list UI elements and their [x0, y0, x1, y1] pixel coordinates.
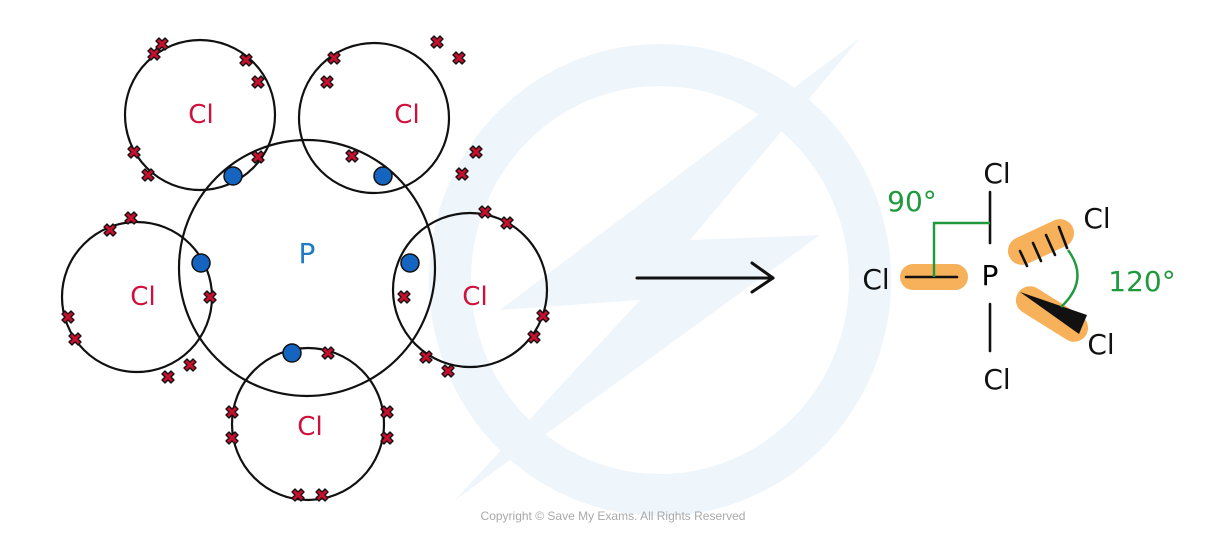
chlorine-lone-pair-electron-cross: [320, 75, 334, 89]
chlorine-lone-pair-electron-cross: [430, 35, 444, 49]
electrons: [61, 35, 550, 502]
chlorine-shell-top-left: [123, 38, 277, 192]
copyright-notice: Copyright © Save My Exams. All Rights Re…: [480, 509, 746, 523]
chlorine-lone-pair-electron-cross: [452, 51, 466, 65]
shape-chlorine-left: Cl: [862, 263, 889, 296]
bond-solid-wedge: [1020, 292, 1087, 334]
phosphorus-electron-dot: [191, 253, 211, 273]
chlorine-lone-pair-electron-cross: [127, 145, 141, 159]
shape-chlorine-back: Cl: [1083, 202, 1110, 235]
chlorine-lone-pair-electron-cross: [161, 370, 175, 384]
chlorine-bonding-electron-cross: [345, 149, 359, 163]
chlorine-label-right: Cl: [462, 282, 487, 312]
chlorine-label-top-right: Cl: [394, 100, 419, 130]
shape-chlorine-bottom: Cl: [983, 363, 1010, 396]
shape-phosphorus-label: P: [982, 259, 999, 292]
chlorine-lone-pair-electron-cross: [183, 358, 197, 372]
phosphorus-shell: [177, 138, 437, 398]
chlorine-bonding-electron-cross: [397, 290, 411, 304]
chlorine-lone-pair-electron-cross: [251, 75, 265, 89]
phosphorus-electron-dot: [373, 166, 393, 186]
angle-120-arc: [1060, 249, 1079, 308]
bond-hashed-wedge: [1018, 225, 1069, 268]
angle-90-mark: [932, 221, 990, 277]
angle-label-90: 90°: [887, 185, 937, 218]
arrow-icon: [635, 261, 775, 294]
watermark-logo: [429, 38, 891, 516]
phosphorus-electron-dot: [223, 166, 243, 186]
shape-chlorine-top: Cl: [983, 157, 1010, 190]
chlorine-label-bottom: Cl: [297, 412, 322, 442]
shape-chlorine-front: Cl: [1087, 328, 1114, 361]
dot-cross-diagram: [60, 38, 549, 502]
chlorine-label-top-left: Cl: [188, 100, 213, 130]
chlorine-lone-pair-electron-cross: [68, 332, 82, 346]
phosphorus-electron-dot: [282, 343, 302, 363]
bond-highlight-back: [1007, 219, 1075, 265]
chlorine-shell-right: [391, 211, 549, 369]
trigonal-bipyramidal-shape: P Cl Cl Cl Cl Cl 90° 120°: [862, 157, 1175, 396]
chlorine-bonding-electron-cross: [203, 290, 217, 304]
phosphorus-label: P: [299, 237, 316, 270]
chlorine-shell-bottom: [230, 346, 386, 502]
phosphorus-electron-dot: [400, 253, 420, 273]
chlorine-lone-pair-electron-cross: [141, 168, 155, 182]
chlorine-lone-pair-electron-cross: [500, 216, 514, 230]
angle-label-120: 120°: [1108, 265, 1175, 298]
chlorine-shell-top-right: [297, 41, 451, 195]
chlorine-label-left: Cl: [130, 282, 155, 312]
chlorine-lone-pair-electron-cross: [155, 37, 169, 51]
